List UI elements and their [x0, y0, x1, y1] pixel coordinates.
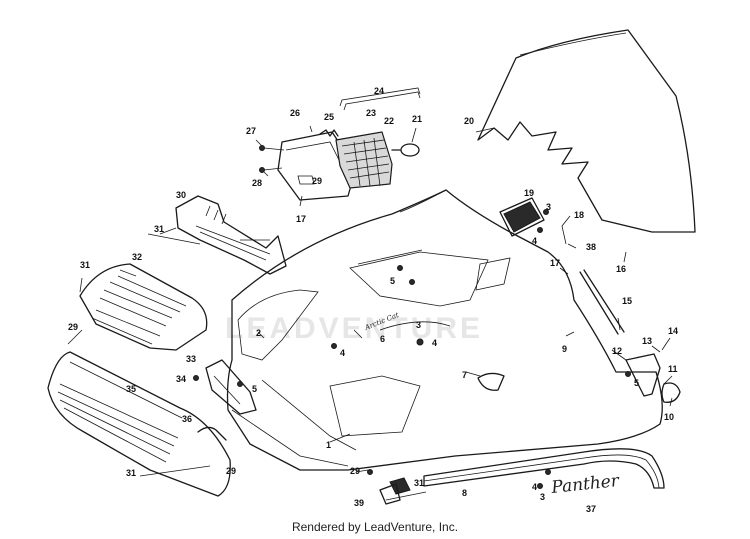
callout-15: 15	[622, 296, 632, 306]
callout-3: 3	[546, 202, 551, 212]
callout-39: 39	[354, 498, 364, 508]
headlight-spring	[319, 129, 339, 137]
callout-27: 27	[246, 126, 256, 136]
callout-2: 2	[256, 328, 261, 338]
bumper-nose-cone	[47, 351, 231, 497]
callout-33: 33	[186, 354, 196, 364]
cover-plate	[379, 483, 401, 505]
callout-8: 8	[462, 488, 467, 498]
side-bracket	[205, 359, 257, 415]
callout-23: 23	[366, 108, 376, 118]
callout-4: 4	[432, 338, 437, 348]
headlight-lower-trim	[175, 195, 287, 275]
callout-22: 22	[384, 116, 394, 126]
callout-29: 29	[226, 466, 236, 476]
callout-1: 1	[326, 440, 331, 450]
callout-18: 18	[574, 210, 584, 220]
trim-end-clip	[389, 477, 411, 495]
callout-3: 3	[416, 320, 421, 330]
callout-25: 25	[324, 112, 334, 122]
callout-7: 7	[462, 370, 467, 380]
hood-badge	[477, 372, 505, 391]
callout-37: 37	[586, 504, 596, 514]
callout-14: 14	[668, 326, 678, 336]
callout-17: 17	[296, 214, 306, 224]
callout-12: 12	[612, 346, 622, 356]
callout-4: 4	[340, 348, 345, 358]
callout-26: 26	[290, 108, 300, 118]
callout-38: 38	[586, 242, 596, 252]
hood-left-opening	[237, 289, 319, 361]
callout-16: 16	[616, 264, 626, 274]
side-trim-strip	[423, 448, 665, 489]
callout-30: 30	[176, 190, 186, 200]
callout-9: 9	[562, 344, 567, 354]
watermark-text: LEADVENTURE	[225, 312, 483, 345]
callout-17: 17	[550, 258, 560, 268]
callout-5: 5	[634, 378, 639, 388]
footer-credit: Rendered by LeadVenture, Inc.	[291, 520, 459, 534]
callout-36: 36	[182, 414, 192, 424]
callout-31: 31	[154, 224, 164, 234]
callout-32: 32	[132, 252, 142, 262]
callout-34: 34	[176, 374, 186, 384]
callout-31: 31	[126, 468, 136, 478]
callout-29: 29	[350, 466, 360, 476]
hood-front-scoop	[329, 375, 421, 437]
callout-29: 29	[312, 176, 322, 186]
callout-31: 31	[80, 260, 90, 270]
windshield	[477, 29, 696, 233]
callout-20: 20	[464, 116, 474, 126]
callout-13: 13	[642, 336, 652, 346]
callout-21: 21	[412, 114, 422, 124]
dash-vent	[503, 201, 541, 233]
hood-latch	[625, 353, 661, 397]
headlight-bulb	[400, 143, 420, 157]
callout-35: 35	[126, 384, 136, 394]
hinge-strip	[579, 271, 619, 335]
callout-6: 6	[380, 334, 385, 344]
leader-lines	[67, 91, 673, 501]
callout-3: 3	[540, 492, 545, 502]
callout-4: 4	[532, 236, 537, 246]
callout-19: 19	[524, 188, 534, 198]
callout-4: 4	[532, 482, 537, 492]
callout-11: 11	[668, 364, 678, 374]
callout-24: 24	[374, 86, 384, 96]
front-grille	[79, 263, 208, 351]
hood-vent-panel	[349, 251, 489, 307]
callout-29: 29	[68, 322, 78, 332]
wiring-harness	[197, 426, 227, 441]
callout-5: 5	[390, 276, 395, 286]
callout-10: 10	[664, 412, 674, 422]
callout-28: 28	[252, 178, 262, 188]
panther-emblem: Panther	[549, 471, 620, 498]
latch-handle	[661, 382, 681, 403]
headlight-bracket	[339, 87, 421, 107]
hood	[226, 189, 663, 471]
callout-31: 31	[414, 478, 424, 488]
callout-5: 5	[252, 384, 257, 394]
